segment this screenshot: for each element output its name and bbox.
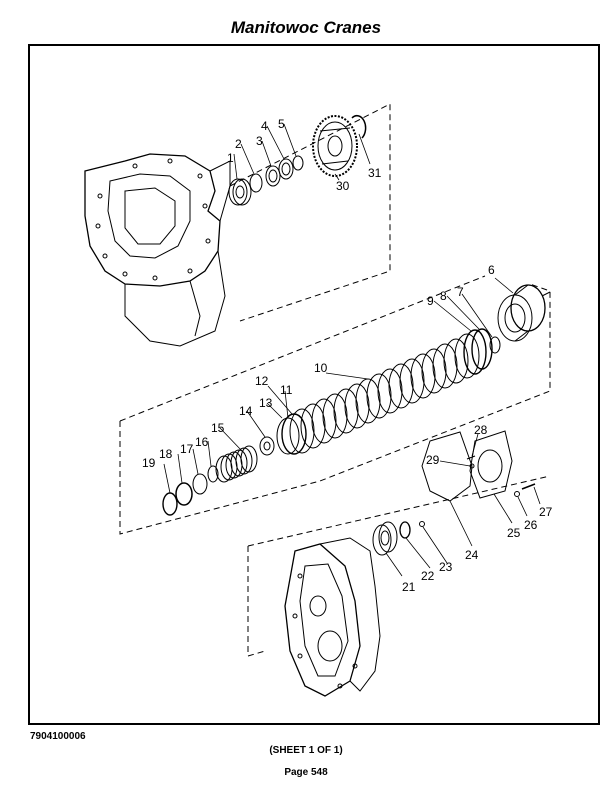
part-31-snap-ring [351,114,367,139]
callout-27: 27 [539,505,553,519]
upper-housing [84,153,231,347]
part-7-ring [489,336,501,354]
part-23-plug [419,521,425,527]
part-3-ring [265,165,281,187]
callout-22: 22 [421,569,435,583]
callout-7: 7 [457,285,464,299]
callout-14: 14 [239,404,253,418]
part-1-bearing [228,178,252,206]
callout-19: 19 [142,456,156,470]
callout-3: 3 [256,134,263,148]
callout-23: 23 [439,560,453,574]
part-27-bolt [521,483,536,490]
part-9-plate [463,329,487,375]
part-2-ring [249,173,263,193]
part-17-ring [192,473,208,495]
part-25-cover [469,430,513,499]
part-21-bearing [372,521,398,556]
callout-1: 1 [227,151,234,165]
callout-6: 6 [488,263,495,277]
callout-17: 17 [180,442,194,456]
callout-29: 29 [426,453,440,467]
part-26-washer [514,491,520,497]
callout-2: 2 [235,137,242,151]
callout-15: 15 [211,421,225,435]
callout-21: 21 [402,580,416,594]
part-19-ring [162,492,178,516]
part-8-plate [471,328,493,370]
part-18-ring [175,482,193,506]
part-22-ring [399,521,411,539]
part-15-spring-stack [215,445,258,483]
callout-28: 28 [474,423,488,437]
document-number: 7904100006 [30,731,86,742]
diagram-frame: 1 2 3 4 5 6 7 8 9 10 11 12 13 14 15 16 1… [28,44,600,725]
part-10-spring-pack [289,333,480,454]
callout-12: 12 [255,374,269,388]
callout-11: 11 [280,383,293,397]
callout-18: 18 [159,447,173,461]
leader-lines [163,123,541,577]
callout-26: 26 [524,518,538,532]
callout-16: 16 [195,435,209,449]
callout-10: 10 [314,361,328,375]
callout-13: 13 [259,396,273,410]
callout-24: 24 [465,548,479,562]
part-28-screw [466,455,476,460]
lower-housing [284,537,381,697]
exploded-parts-diagram: 1 2 3 4 5 6 7 8 9 10 11 12 13 14 15 16 1… [84,103,553,697]
sheet-label: (SHEET 1 OF 1) [269,745,343,756]
part-14-sleeve [259,436,275,456]
part-12-ring [281,413,307,455]
part-6-drum [497,284,551,342]
part-11-ring [276,417,300,455]
part-4-ring [278,158,294,180]
page-title: Manitowoc Cranes [230,18,382,37]
callout-4: 4 [261,119,268,133]
part-16-ring [207,465,219,483]
callout-30: 30 [336,179,350,193]
callout-9: 9 [427,294,434,308]
part-24-gasket [421,431,473,502]
callout-5: 5 [278,117,285,131]
page-number: Page 548 [284,767,328,778]
callout-8: 8 [440,289,447,303]
part-30-gear [312,115,358,177]
callout-25: 25 [507,526,521,540]
callout-31: 31 [368,166,382,180]
part-5-ring [292,155,304,171]
